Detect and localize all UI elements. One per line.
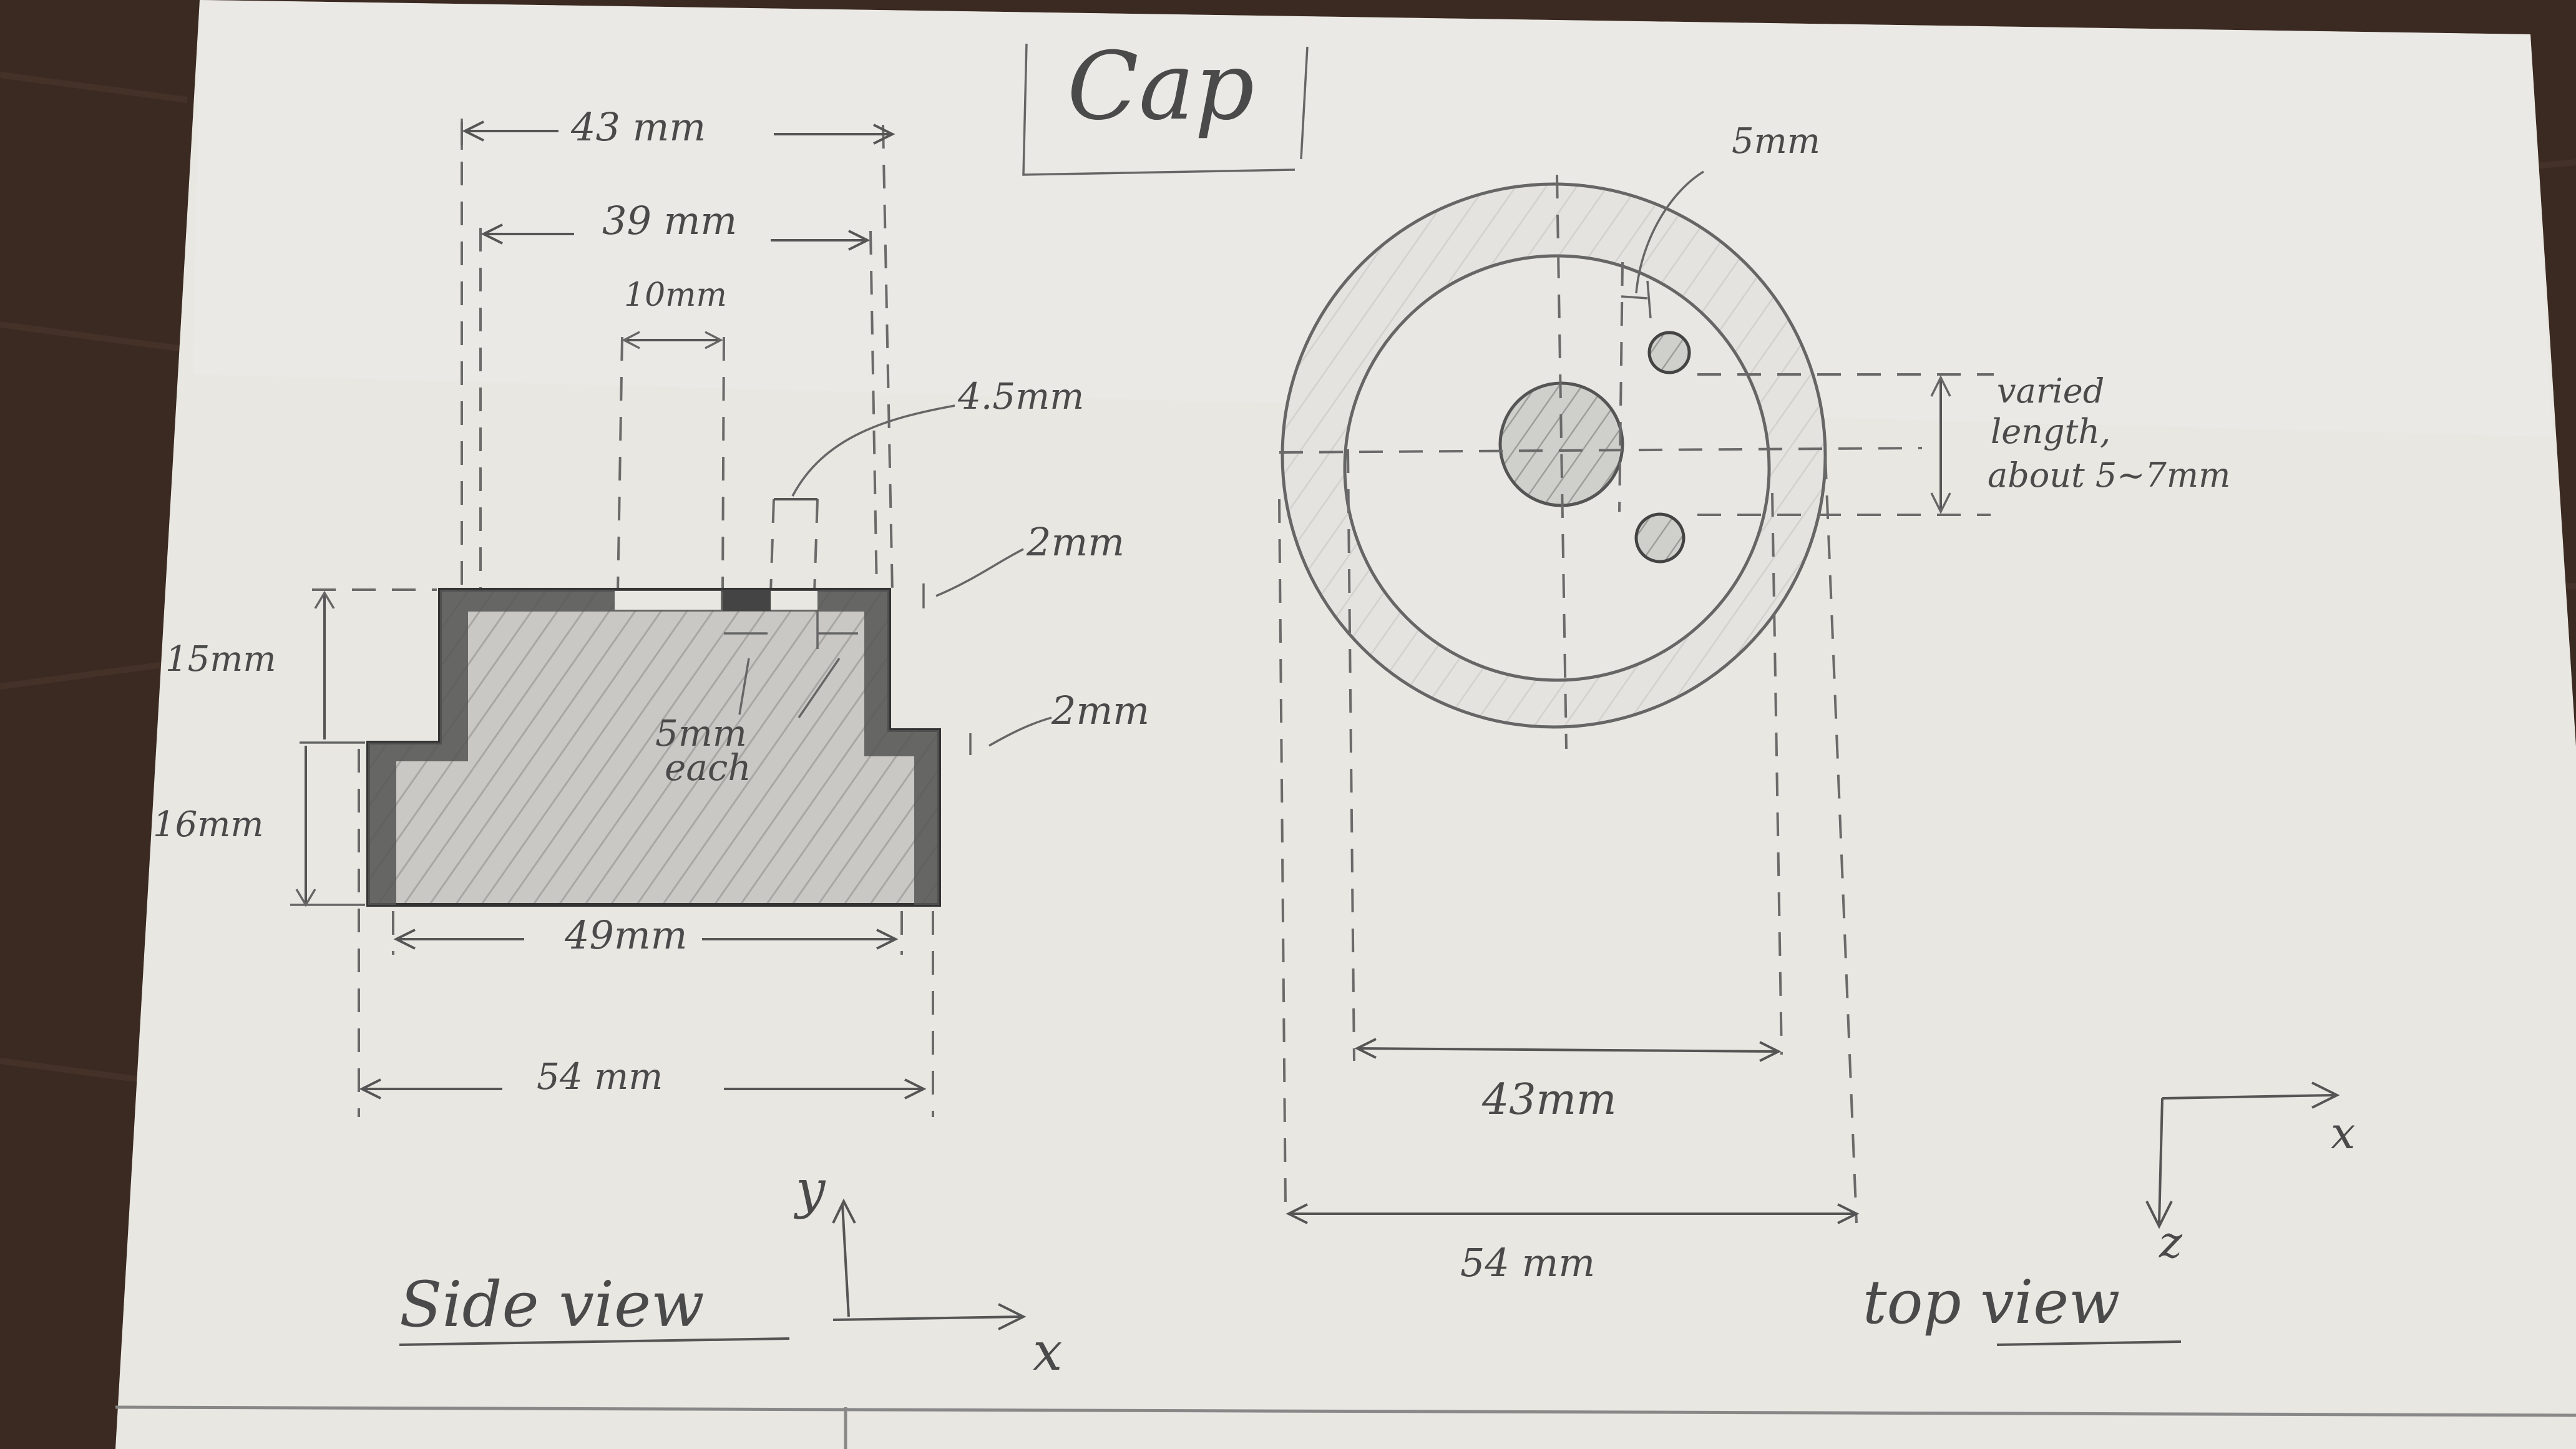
axis-x-label-top: x [2331,1108,2355,1159]
top-view: 5mm varied length, about 5~7mm 43mm 54 m… [1278,121,2355,1346]
mount-hole-upper [1647,331,1691,374]
mount-hole-lower [1634,512,1686,564]
axis-z-label: z [2159,1217,2183,1268]
varied-label-2: length, [1991,412,2110,451]
side-view: 43 mm 39 mm 10mm 4.5mm 2mm 2mm 15mm 16mm [153,104,1149,1382]
dim-5mm-hole: 5mm [1732,121,1820,162]
dim-43mm-top-view: 43mm [1481,1075,1617,1125]
dim-43mm-top: 43 mm [570,104,706,150]
dim-54mm-top-view: 54 mm [1460,1240,1595,1286]
dim-each: each [665,746,751,789]
dim-10mm: 10mm [624,276,727,314]
dim-39mm: 39 mm [602,198,737,243]
varied-label-1: varied [1997,371,2104,411]
center-hub [1498,381,1624,507]
dim-49mm: 49mm [564,912,687,958]
title-text: Cap [1067,32,1254,141]
dim-4.5mm: 4.5mm [957,375,1084,417]
dim-2mm-lower: 2mm [1051,688,1149,733]
axis-x-label-side: x [1033,1321,1062,1382]
dim-2mm-upper: 2mm [1026,519,1125,565]
cap-wall [368,590,939,905]
dim-54mm-side: 54 mm [537,1055,663,1098]
axis-y-label: y [793,1159,826,1220]
title-box: Cap [1022,32,1309,176]
dim-15mm: 15mm [165,639,276,680]
dim-16mm: 16mm [153,804,263,845]
side-view-label: Side view [399,1268,705,1341]
varied-label-3: about 5~7mm [1988,456,2230,495]
top-view-label: top view [1863,1267,2120,1337]
dim-5mm: 5mm [655,712,747,754]
